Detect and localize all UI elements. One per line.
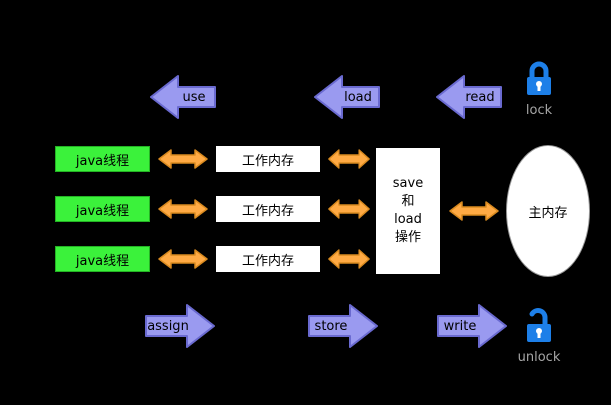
- java-thread-box-2: java线程: [55, 196, 150, 222]
- bidirectional-arrow-icon: [449, 201, 499, 221]
- left-arrow-icon: [436, 75, 502, 119]
- right-arrow-icon: [145, 304, 215, 348]
- bidirectional-arrow-icon: [328, 249, 370, 269]
- write-arrow-label: write: [443, 318, 477, 334]
- left-arrow-icon: [150, 75, 216, 119]
- assign-arrow: assign: [145, 303, 215, 349]
- main-memory: 主内存: [506, 145, 590, 277]
- working-memory-box-1: 工作内存: [216, 146, 320, 172]
- save-load-line: 操作: [394, 230, 421, 245]
- lock-icon: [527, 61, 551, 95]
- bidirectional-arrow-icon: [158, 249, 208, 269]
- bidirectional-arrow-icon: [158, 149, 208, 169]
- read-arrow-label: read: [465, 89, 495, 105]
- right-arrow-icon: [308, 304, 378, 348]
- bidirectional-arrow-icon: [158, 199, 208, 219]
- load-arrow: load: [314, 74, 380, 120]
- read-arrow: read: [436, 74, 502, 120]
- left-arrow-icon: [314, 75, 380, 119]
- java-thread-box-1: java线程: [55, 146, 150, 172]
- save-load-box: save 和 load 操作: [376, 148, 440, 274]
- working-memory-box-2: 工作内存: [216, 196, 320, 222]
- write-arrow: write: [437, 303, 507, 349]
- unlock-label: unlock: [517, 350, 561, 365]
- use-arrow: use: [150, 74, 216, 120]
- store-arrow-label: store: [314, 318, 348, 334]
- lock-label: lock: [525, 103, 553, 118]
- bidirectional-arrow-icon: [328, 199, 370, 219]
- load-arrow-label: load: [344, 89, 372, 105]
- unlock-indicator: unlock: [517, 305, 561, 365]
- right-arrow-icon: [437, 304, 507, 348]
- save-load-line: 和: [401, 194, 415, 209]
- lock-indicator: lock: [517, 58, 561, 118]
- assign-arrow-label: assign: [147, 318, 189, 334]
- working-memory-box-3: 工作内存: [216, 246, 320, 272]
- save-load-line: save: [392, 176, 424, 191]
- bidirectional-arrow-icon: [328, 149, 370, 169]
- java-thread-box-3: java线程: [55, 246, 150, 272]
- store-arrow: store: [308, 303, 378, 349]
- save-load-line: load: [394, 212, 422, 227]
- use-arrow-label: use: [182, 89, 206, 105]
- unlock-icon: [527, 308, 551, 342]
